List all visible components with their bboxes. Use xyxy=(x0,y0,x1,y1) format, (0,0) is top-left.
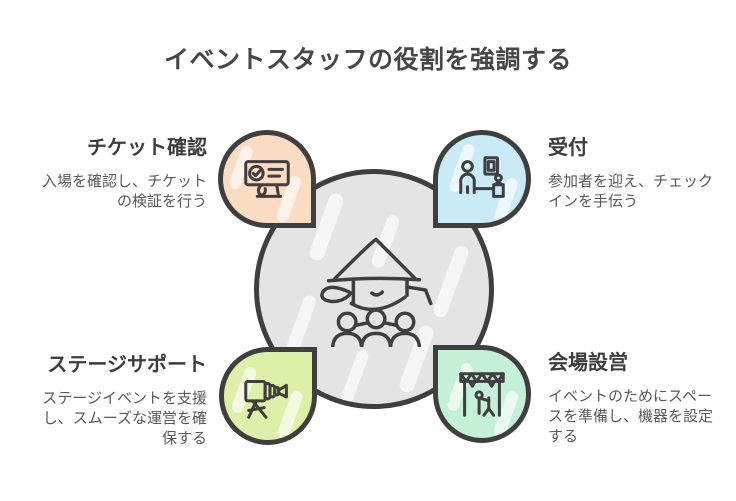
video-camera-icon xyxy=(239,367,297,425)
event-staff-group-illustration xyxy=(310,231,438,347)
node-bubble-reception xyxy=(433,130,531,228)
node-label: 会場設営 xyxy=(548,352,628,374)
node-description: 入場を確認し、チケットの検証を行う xyxy=(42,173,208,210)
node-text-venue: 会場設営 イベントのためにスペースを準備し、機器を設定する xyxy=(548,346,713,447)
node-bubble-stage xyxy=(219,347,317,445)
node-bubble-ticket xyxy=(218,130,316,228)
stage-setup-icon xyxy=(453,365,511,423)
texture-streak xyxy=(339,348,371,404)
ticket-check-icon xyxy=(238,150,296,208)
node-description: 参加者を迎え、チェックインを手伝う xyxy=(548,173,714,210)
node-description: イベントのためにスペースを準備し、機器を設定する xyxy=(548,388,714,445)
node-text-reception: 受付 参加者を迎え、チェックインを手伝う xyxy=(548,131,713,212)
node-text-ticket: チケット確認 入場を確認し、チケットの検証を行う xyxy=(42,131,207,212)
node-description: ステージイベントを支援し、スムーズな運営を確保する xyxy=(42,390,207,447)
reception-desk-icon xyxy=(453,150,511,208)
node-label: チケット確認 xyxy=(87,137,207,159)
node-text-stage: ステージサポート ステージイベントを支援し、スムーズな運営を確保する xyxy=(37,348,207,449)
node-label: ステージサポート xyxy=(47,354,207,376)
node-label: 受付 xyxy=(548,137,588,159)
node-bubble-venue xyxy=(433,345,531,443)
page-title: イベントスタッフの役割を強調する xyxy=(163,46,572,74)
